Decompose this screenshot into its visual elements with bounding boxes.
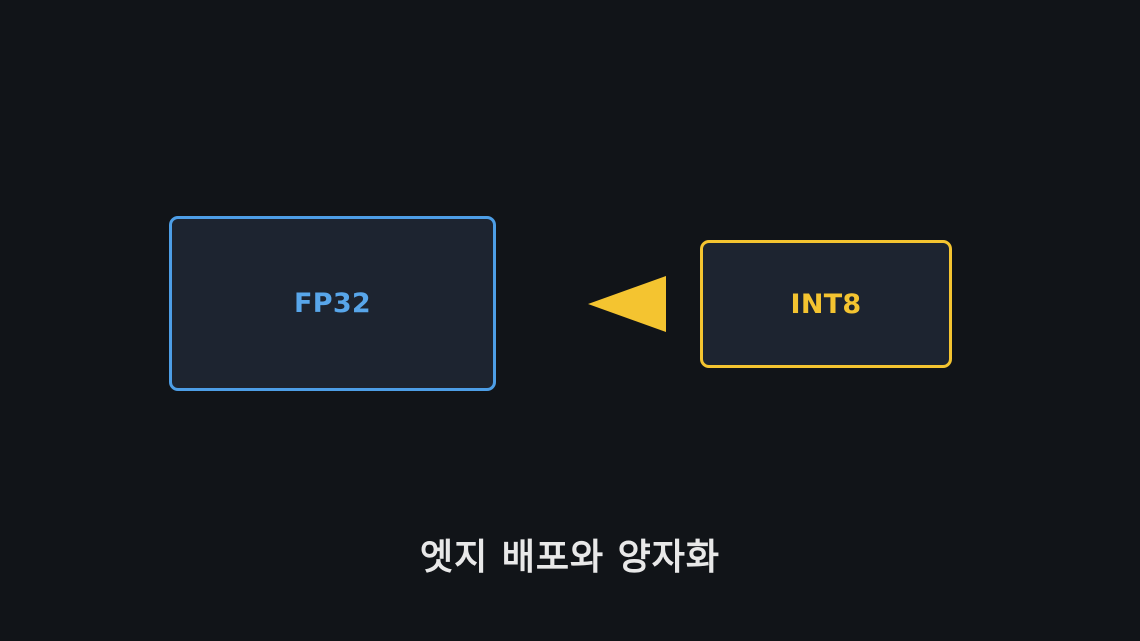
fp32-node: FP32: [169, 216, 496, 391]
fp32-label: FP32: [293, 288, 371, 319]
arrowhead-triangle: [588, 276, 666, 332]
caption: 엣지 배포와 양자화: [419, 537, 721, 578]
int8-label: INT8: [790, 288, 862, 320]
arrow-left-icon: [588, 276, 666, 332]
int8-node: INT8: [700, 240, 952, 368]
